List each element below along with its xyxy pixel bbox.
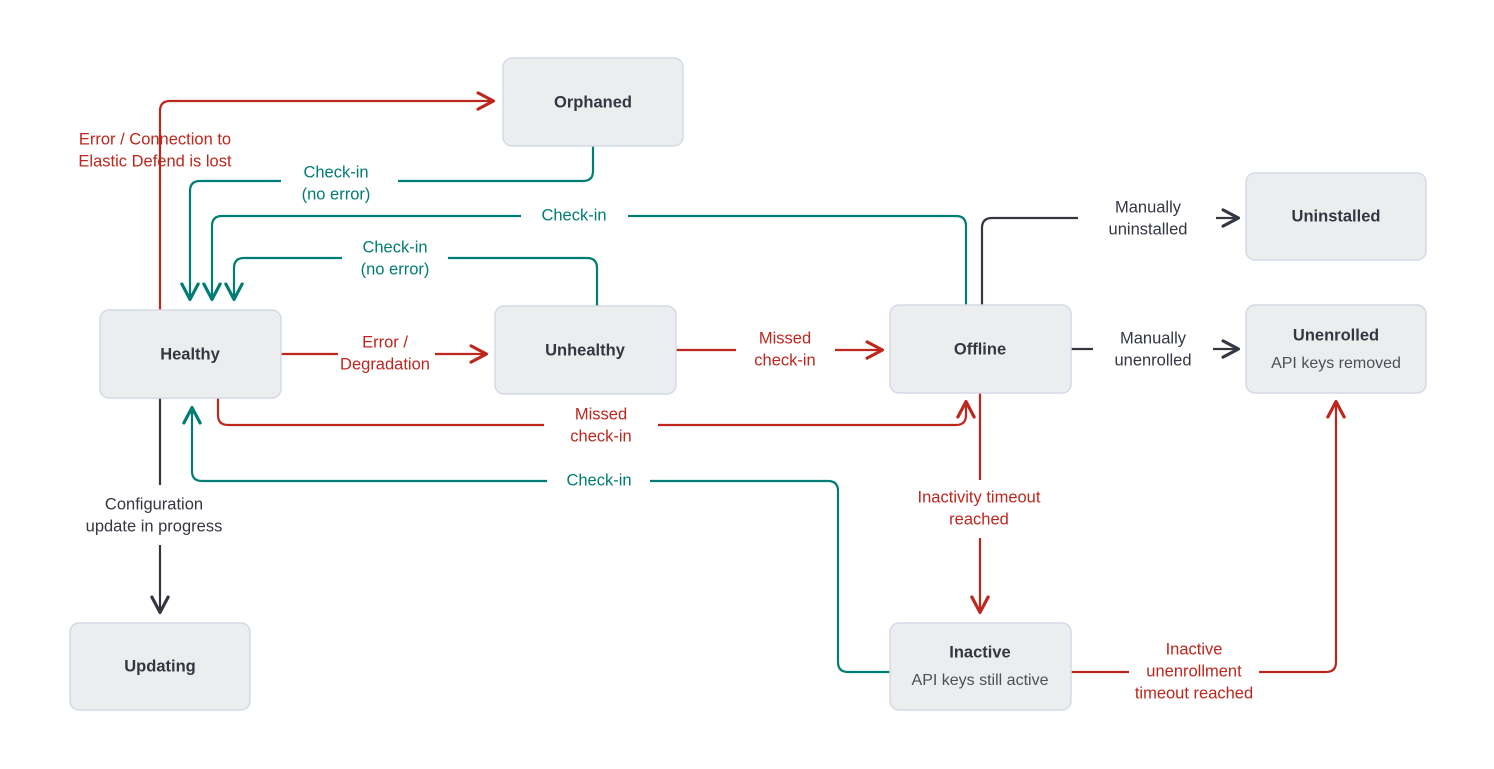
edge-label-healthy-to-updating-2: update in progress [86, 517, 223, 535]
edge-healthy-to-offline: Missed check-in [216, 398, 966, 445]
edge-label-offline-to-unenrolled-2: unenrolled [1114, 351, 1191, 369]
edge-label-offline-to-healthy: Check-in [541, 206, 606, 224]
edge-label-offline-to-inactive-2: reached [949, 510, 1009, 528]
edge-label-healthy-to-unhealthy-2: Degradation [340, 355, 430, 373]
edge-healthy-to-updating: Configuration update in progress [86, 398, 223, 612]
node-unenrolled[interactable]: Unenrolled API keys removed [1245, 304, 1427, 394]
edge-label-healthy-to-orphaned-1: Error / Connection to [79, 130, 231, 148]
node-inactive-subtitle: API keys still active [912, 672, 1049, 689]
node-updating-title: Updating [124, 657, 196, 675]
edge-label-unhealthy-to-healthy-1: Check-in [362, 238, 427, 256]
edge-label-healthy-to-unhealthy-1: Error / [362, 333, 408, 351]
edge-offline-to-inactive: Inactivity timeout reached [918, 393, 1041, 612]
node-unhealthy[interactable]: Unhealthy [494, 305, 677, 395]
edge-orphaned-to-healthy: Check-in (no error) [190, 146, 595, 299]
node-uninstalled-box[interactable] [1245, 172, 1427, 261]
edge-offline-to-healthy: Check-in [212, 206, 968, 305]
node-unhealthy-box[interactable] [494, 305, 677, 395]
edge-label-orphaned-to-healthy-1: Check-in [303, 163, 368, 181]
node-updating[interactable]: Updating [69, 622, 251, 711]
node-orphaned-box[interactable] [502, 57, 684, 147]
node-orphaned-title: Orphaned [554, 93, 632, 111]
edge-label-offline-to-unenrolled-1: Manually [1120, 329, 1187, 347]
node-uninstalled-title: Uninstalled [1292, 207, 1381, 225]
edge-label-offline-to-uninstalled-1: Manually [1115, 198, 1182, 216]
edge-label-healthy-to-updating-1: Configuration [105, 495, 203, 513]
node-offline-box[interactable] [889, 304, 1072, 394]
edge-inactive-to-healthy: Check-in [192, 408, 890, 674]
edge-label-inactive-to-unenrolled-2: unenrollment [1146, 662, 1242, 680]
node-inactive[interactable]: Inactive API keys still active [889, 622, 1072, 711]
node-offline[interactable]: Offline [889, 304, 1072, 394]
node-unhealthy-title: Unhealthy [545, 341, 626, 359]
edge-label-healthy-to-orphaned-2: Elastic Defend is lost [78, 152, 232, 170]
edge-label-offline-to-inactive-1: Inactivity timeout [918, 488, 1041, 506]
node-healthy-title: Healthy [160, 345, 220, 363]
node-healthy[interactable]: Healthy [99, 309, 282, 399]
edge-label-orphaned-to-healthy-2: (no error) [302, 185, 371, 203]
edge-label-unhealthy-to-offline-2: check-in [754, 351, 815, 369]
edge-label-inactive-to-unenrolled-1: Inactive [1166, 640, 1223, 658]
node-updating-box[interactable] [69, 622, 251, 711]
edge-healthy-to-orphaned: Error / Connection to Elastic Defend is … [78, 101, 493, 310]
edge-label-healthy-to-offline-1: Missed [575, 405, 627, 423]
node-uninstalled[interactable]: Uninstalled [1245, 172, 1427, 261]
node-inactive-box[interactable] [889, 622, 1072, 711]
node-offline-title: Offline [954, 340, 1006, 358]
node-unenrolled-subtitle: API keys removed [1271, 355, 1401, 372]
edge-inactive-to-unenrolled: Inactive unenrollment timeout reached [1071, 402, 1336, 702]
edge-healthy-to-unhealthy: Error / Degradation [281, 333, 486, 373]
edge-label-inactive-to-healthy: Check-in [566, 471, 631, 489]
node-unenrolled-box[interactable] [1245, 304, 1427, 394]
node-healthy-box[interactable] [99, 309, 282, 399]
edge-label-unhealthy-to-healthy-2: (no error) [361, 260, 430, 278]
edge-unhealthy-to-offline: Missed check-in [676, 329, 882, 369]
edge-label-inactive-to-unenrolled-3: timeout reached [1135, 684, 1253, 702]
edge-label-offline-to-uninstalled-2: uninstalled [1109, 220, 1188, 238]
node-orphaned[interactable]: Orphaned [502, 57, 684, 147]
edge-label-unhealthy-to-offline-1: Missed [759, 329, 811, 347]
edge-offline-to-unenrolled: Manually unenrolled [1071, 329, 1238, 369]
edge-offline-to-uninstalled: Manually uninstalled [980, 198, 1238, 305]
edge-unhealthy-to-healthy: Check-in (no error) [234, 238, 599, 306]
node-unenrolled-title: Unenrolled [1293, 326, 1379, 344]
edge-label-healthy-to-offline-2: check-in [570, 427, 631, 445]
node-inactive-title: Inactive [949, 643, 1010, 661]
